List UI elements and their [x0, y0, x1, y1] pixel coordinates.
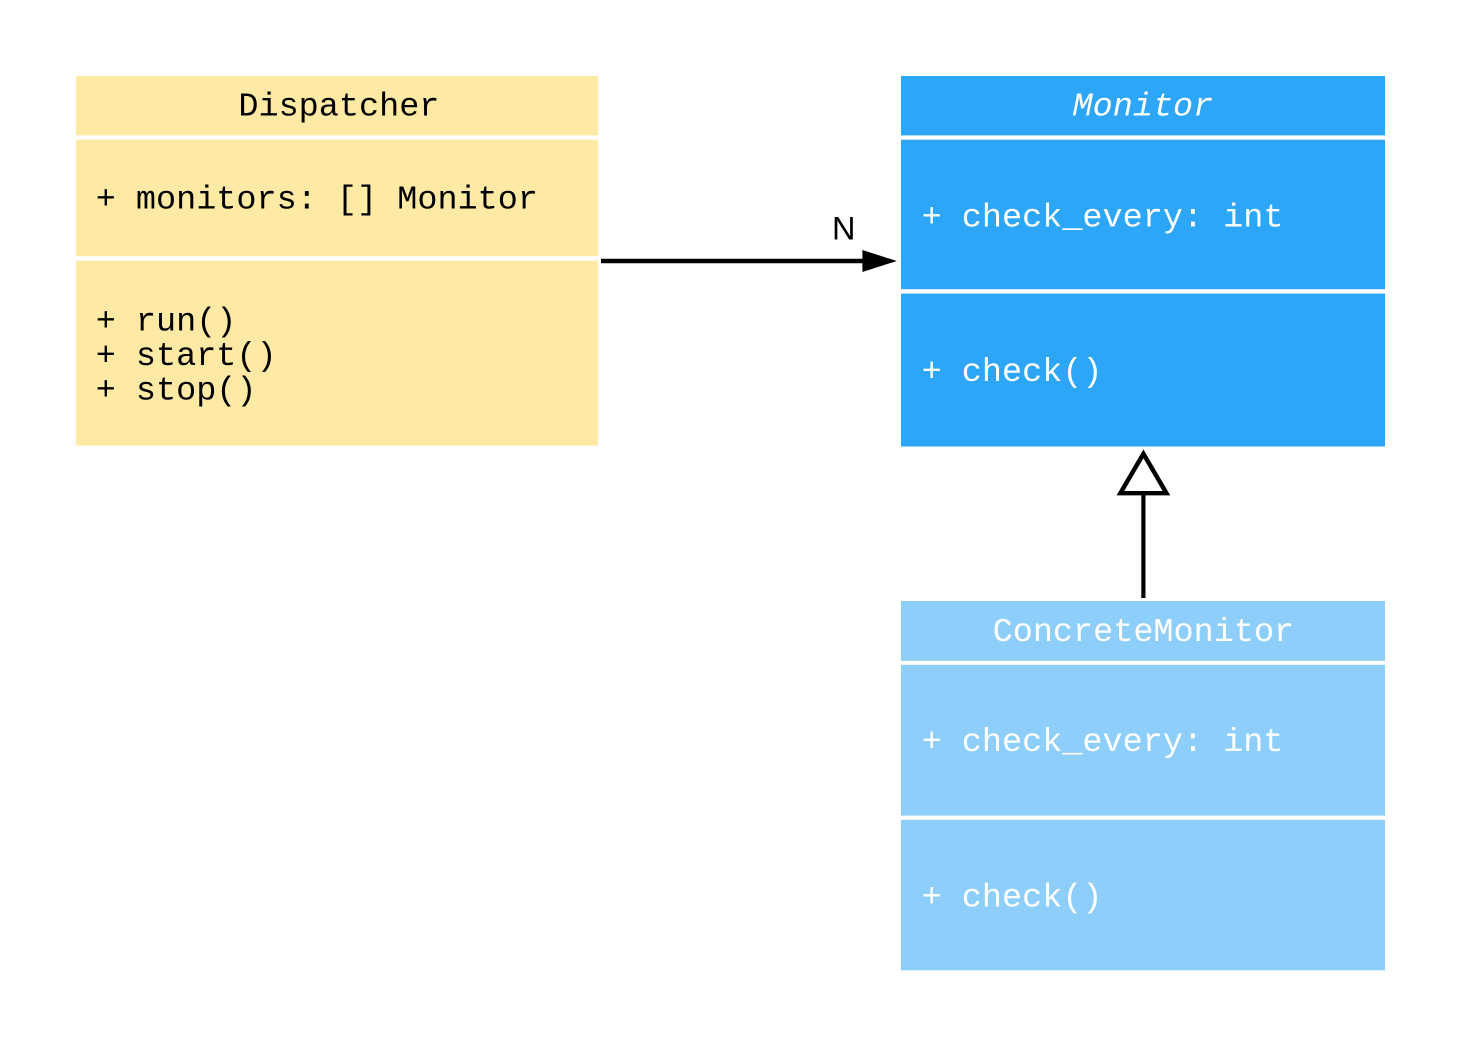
- svg-text:+ start(): + start(): [96, 338, 277, 376]
- svg-text:+ check_every: int: + check_every: int: [922, 199, 1284, 237]
- svg-text:+ monitors: [] Monitor: + monitors: [] Monitor: [96, 182, 538, 220]
- svg-text:N: N: [832, 211, 855, 247]
- svg-text:+ check(): + check(): [922, 879, 1103, 917]
- svg-text:Monitor: Monitor: [1073, 89, 1214, 127]
- svg-text:+ check(): + check(): [922, 354, 1103, 392]
- svg-text:+ check_every: int: + check_every: int: [922, 724, 1284, 762]
- svg-text:+ stop(): + stop(): [96, 372, 257, 410]
- svg-text:+ run(): + run(): [96, 303, 237, 341]
- svg-text:ConcreteMonitor: ConcreteMonitor: [993, 614, 1295, 652]
- svg-text:Dispatcher: Dispatcher: [238, 89, 439, 127]
